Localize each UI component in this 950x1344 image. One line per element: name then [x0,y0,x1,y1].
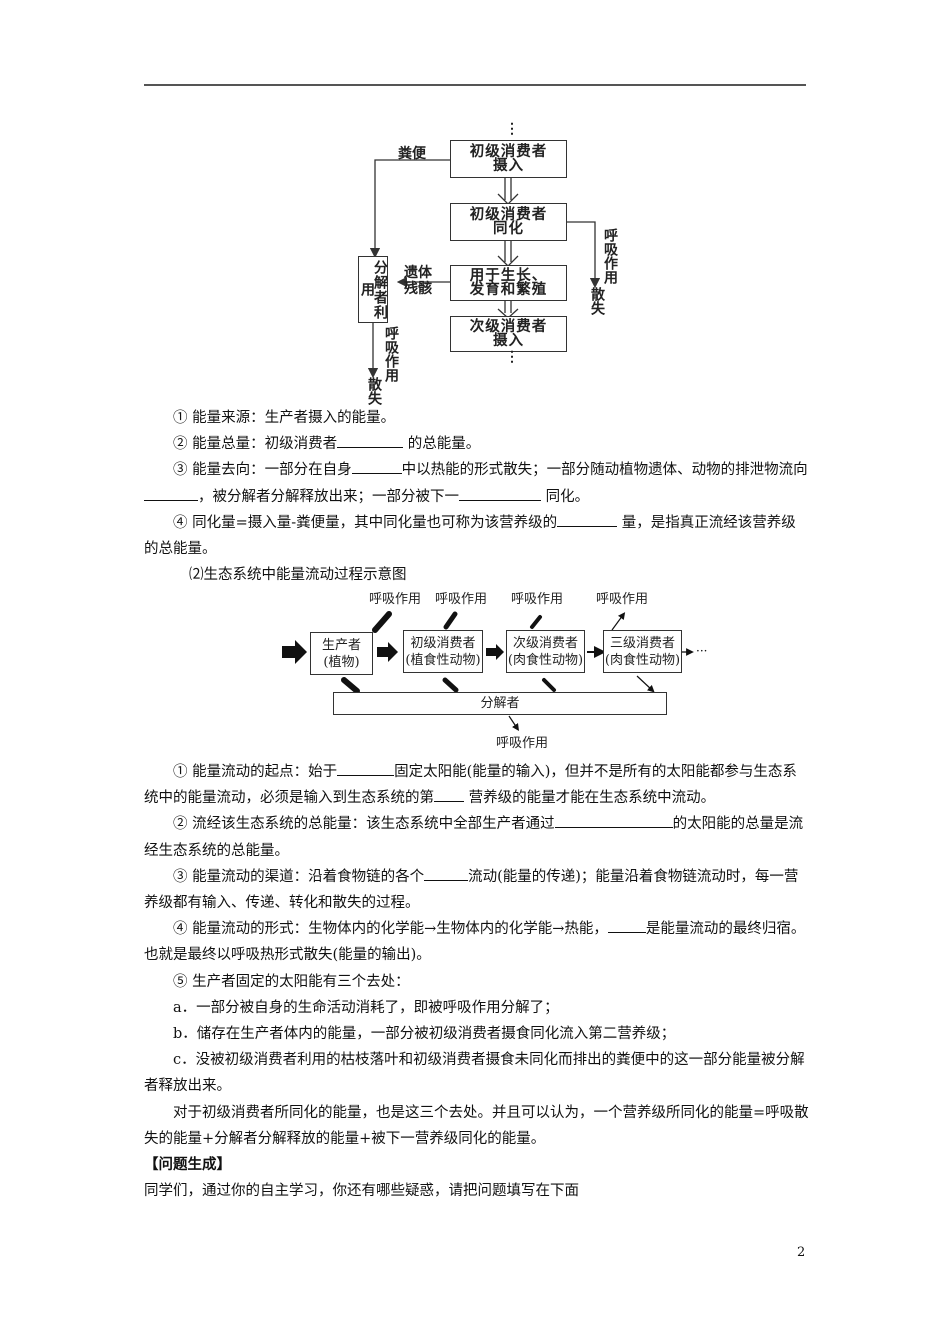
text: ② 流经该生态系统的总能量：该生态系统中全部生产者通过 [173,816,555,833]
box-primary-assimilation: 初级消费者 同化 [450,203,567,241]
para-a: a．一部分被自身的生命活动消耗了，即被呼吸作用分解了； [173,999,559,1016]
ecosystem-energy-flow-diagram: ··· 呼吸作用 呼吸作用 呼吸作用 呼吸作用 生产者 (植物) 初级消费者 (… [282,592,707,751]
para-form: ④ 能量流动的形式：生物体内的化学能→生物体内的化学能→热能，是能量流动的最终归… [144,916,809,968]
blank[interactable] [424,865,469,881]
header-rule [144,84,806,86]
energy-flow-consumer-diagram: ⋮ 初级消费者 摄入 初级消费者 同化 用于生长、 发育和繁殖 次级消费者 摄入… [0,0,950,410]
decomposer-respiration-label: 呼吸作用 [496,736,549,751]
label-respiration-right: 呼吸作用 [602,228,618,284]
text: ② 能量总量：初级消费者 [173,436,338,453]
node-line: 次级消费者 [512,635,578,651]
respiration-label-4: 呼吸作用 [596,592,649,607]
box-secondary-intake: 次级消费者 摄入 [450,316,567,352]
item-1: ① 能量来源：生产者摄入的能量。 [144,405,809,431]
dots-top: ⋮ [505,121,519,137]
label-lost-left: 散失 [366,377,382,405]
box-line: 摄入 [493,157,524,174]
label-respiration-left: 呼吸作用 [383,326,399,382]
para-start-point: ① 能量流动的起点：始于固定太阳能(能量的输入)，但并不是所有的太阳能都参与生态… [144,759,809,811]
text: ④ 能量流动的形式：生物体内的化学能→生物体内的化学能→热能， [173,921,608,938]
item-3: ③ 能量去向：一部分在自身 中以热能的形式散失；一部分随动植物遗体、动物的排泄物流… [144,457,809,509]
label-lost-right: 散失 [589,287,605,315]
node-line: 生产者 [321,637,361,653]
node-decomposer: 分解者 [333,692,667,715]
text: ③ 能量流动的渠道：沿着食物链的各个 [173,868,425,885]
blank[interactable] [337,432,404,449]
text: 是能量流动的最终归宿。也就是最终以呼吸热形式散失(能量的输出)。 [144,921,806,964]
node-line: 初级消费者 [410,635,476,651]
text: ① 能量流动的起点：始于 [173,764,338,780]
blank[interactable] [607,917,646,934]
node-tertiary-consumer: 三级消费者 (肉食性动物) [603,630,682,673]
para-three-destinations: ⑤ 生产者固定的太阳能有三个去处： [173,973,410,990]
blank[interactable] [459,485,541,501]
box-line: 摄入 [493,332,524,349]
diagram2-arrows: ··· [282,611,707,731]
label-remains-2: 残骸 [404,281,432,297]
text: 营养级的能量才能在生态系统中流动。 [464,790,716,807]
para-prompt: 同学们，通过你的自主学习，你还有哪些疑惑，请把问题填写在下面 [144,1183,579,1200]
blank[interactable] [144,485,198,501]
node-secondary-consumer: 次级消费者 (肉食性动物) [506,630,585,673]
respiration-label-1: 呼吸作用 [369,592,422,607]
subheading: ⑵生态系统中能量流动过程示意图 [189,567,407,584]
para-channel: ③ 能量流动的渠道：沿着食物链的各个流动(能量的传递)；能量沿着食物链流动时，每… [144,864,809,916]
diagram1-arrows [367,159,601,379]
para-b: b．储存在生产者体内的能量，一部分被初级消费者摄食同化流入第二营养级； [173,1026,676,1043]
box-line: 同化 [493,220,524,237]
section-heading: 【问题生成】 [144,1156,231,1174]
node-line: 三级消费者 [609,635,675,651]
box-line: 次级消费者 [469,318,548,335]
text: 流动(能量的传递)；能量沿着食物链流动时，每一营养级都有输入、传递、转化和散失的… [144,868,799,912]
box-growth: 用于生长、 发育和繁殖 [450,265,567,301]
box-primary-intake: 初级消费者 摄入 [450,140,567,178]
text: ① 能量来源：生产者摄入的能量。 [173,410,396,426]
node-primary-consumer: 初级消费者 (植食性动物) [403,630,483,673]
blank[interactable] [557,511,618,527]
blank[interactable] [337,760,395,776]
node-line: (肉食性动物) [604,652,681,668]
text: 的太阳能的总量是流经生态系统的总能量。 [144,816,804,859]
box-line: 发育和繁殖 [469,281,548,298]
box-line: 初级消费者 [469,206,548,223]
blank[interactable] [554,812,673,829]
label-remains-1: 遗体 [404,265,432,281]
box-line: 初级消费者 [469,143,548,160]
text: ，被分解者分解释放出来；一部分被下一 [198,488,459,505]
page-number: 2 [797,1245,806,1260]
para-total-energy: ② 流经该生态系统的总能量：该生态系统中全部生产者通过的太阳能的总量是流经生态系… [144,811,809,863]
item-4: ④ 同化量=摄入量-粪便量，其中同化量也可称为该营养级的 量，是指真正流经该营养… [144,510,809,562]
dots-bottom: ⋮ [505,349,519,365]
text: 中以热能的形式散失；一部分随动植物遗体、动物的排泄物流向 [401,462,808,479]
item-2: ② 能量总量：初级消费者 的总能量。 [144,431,809,457]
text: 固定太阳能(能量的输入)，但并不是所有的太阳能都参与生态系统中的能量流动，必须是… [144,764,797,807]
node-line: (肉食性动物) [507,652,584,668]
para-c: c．没被初级消费者利用的枯枝落叶和初级消费者摄食未同化而排出的粪便中的这一部分能… [144,1052,805,1095]
para-summary: 对于初级消费者所同化的能量，也是这三个去处。并且可以认为，一个营养级所同化的能量… [144,1104,809,1147]
section1: ① 能量来源：生产者摄入的能量。 ② 能量总量：初级消费者 的总能量。 ③ 能量… [144,405,809,588]
section2: ① 能量流动的起点：始于固定太阳能(能量的输入)，但并不是所有的太阳能都参与生态… [144,759,809,1204]
respiration-label-2: 呼吸作用 [435,592,488,607]
box-decomposer: 分解者利用 [358,256,388,323]
node-producer: 生产者 (植物) [310,632,373,675]
text: 量，是指真正流经该营养级的总能量。 [144,514,796,558]
node-line: (植食性动物) [405,652,481,668]
text: ④ 同化量=摄入量-粪便量，其中同化量也可称为该营养级的 [173,514,558,531]
text: 的总能量。 [403,436,481,453]
blank[interactable] [351,458,402,475]
box-line: 用于生长、 [469,267,548,284]
respiration-label-3: 呼吸作用 [511,592,564,607]
text: ③ 能量去向：一部分在自身 [173,462,352,479]
text: 同化。 [541,488,590,505]
node-line: (植物) [323,654,360,670]
label-feces: 粪便 [398,146,426,162]
svg-text:···: ··· [696,644,707,658]
blank[interactable] [434,786,464,803]
